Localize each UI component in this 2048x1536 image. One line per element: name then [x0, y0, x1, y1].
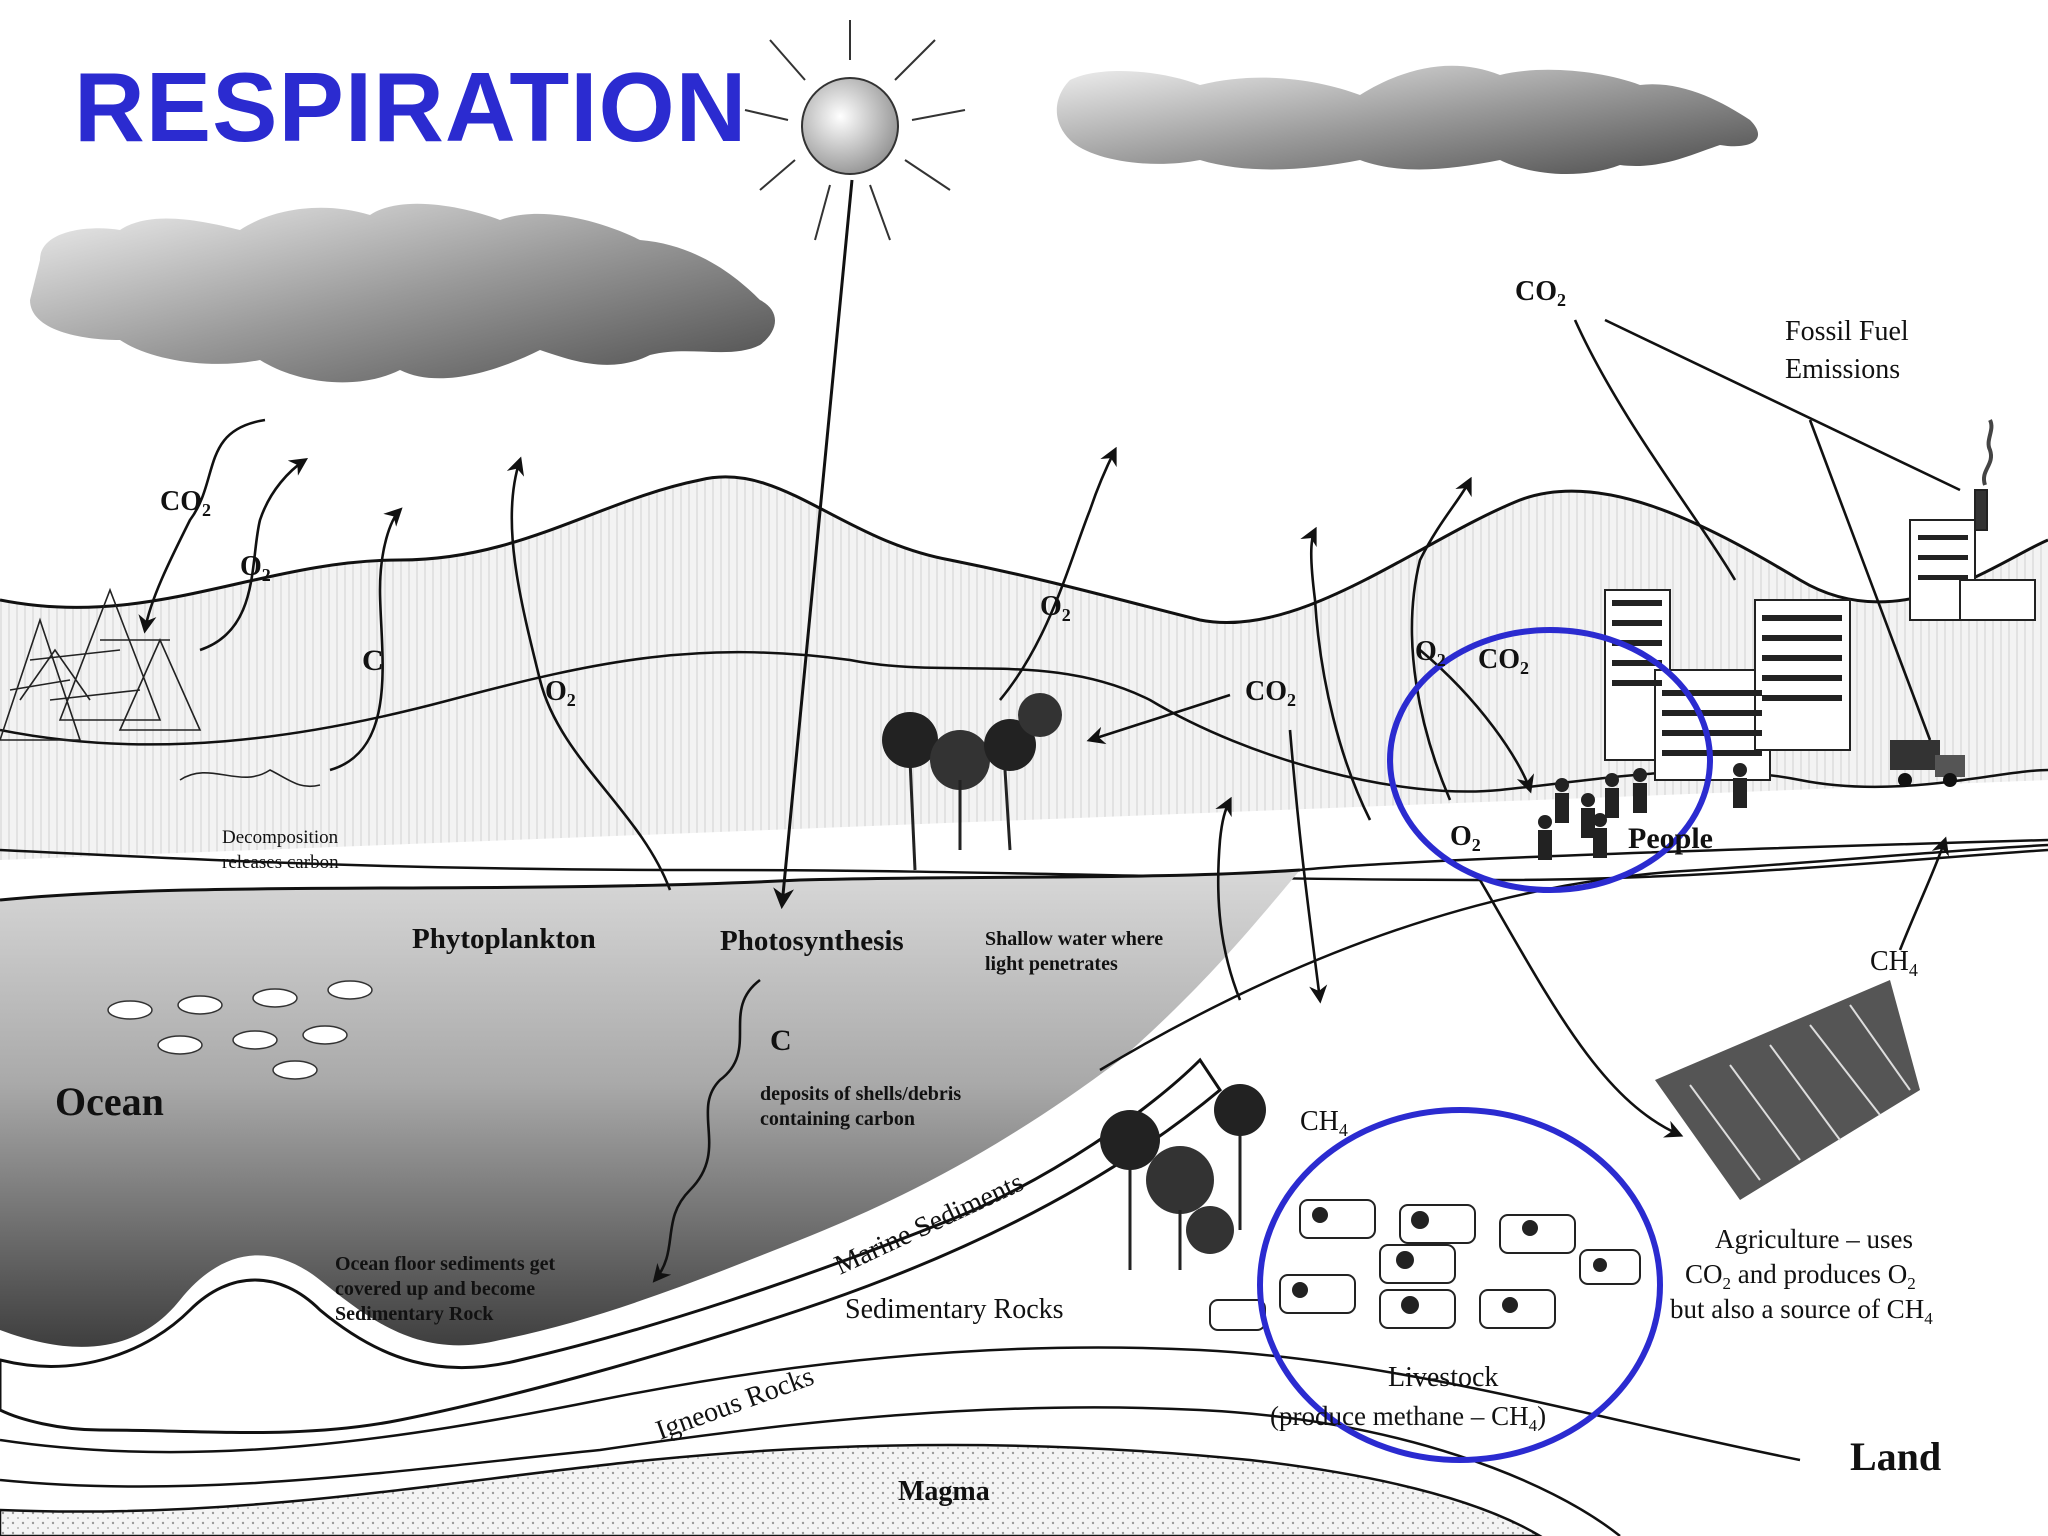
cloud-right [1056, 65, 1759, 175]
people-highlight-circle [1387, 627, 1713, 893]
label-photosynthesis: Photosynthesis [720, 925, 904, 957]
arrow-forest-o2 [199, 457, 309, 652]
arrow-trees-o2 [999, 446, 1117, 701]
label-agri-2: CO2 and produces O2 [1685, 1259, 1916, 1293]
label-phytoplankton: Phytoplankton [412, 923, 596, 955]
arrow-fossil-line-1 [1604, 318, 1961, 492]
label-seafloor-3: Sedimentary Rock [335, 1303, 494, 1325]
label-shallow-1: Shallow water where [985, 928, 1163, 950]
label-agri-3: but also a source of CH4 [1670, 1294, 1933, 1328]
label-ch4-livestock: CH4 [1300, 1106, 1348, 1140]
marine-sediments-band [0, 1057, 1222, 1434]
ocean-surface-line [0, 868, 1301, 902]
arrow-co2-to-trees [1086, 693, 1231, 745]
sedimentary-line [0, 1346, 1801, 1462]
label-fossil-1: Fossil Fuel [1785, 316, 1909, 347]
ocean-body [0, 870, 1300, 1347]
city-buildings-icon [1604, 419, 2036, 781]
label-igneous-rocks: Igneous Rocks [652, 1361, 818, 1447]
label-co2-forest: CO2 [160, 486, 211, 520]
label-seafloor-1: Ocean floor sediments get [335, 1253, 555, 1275]
agriculture-field-icon [1655, 980, 1920, 1200]
label-land: Land [1850, 1434, 1941, 1479]
arrow-people-co2-up [1410, 476, 1472, 801]
arrow-ocean-c-down [652, 978, 761, 1283]
label-co2-top: CO2 [1515, 276, 1566, 310]
igneous-line [0, 1406, 1621, 1536]
arrow-co2-from-trees [1288, 729, 1328, 1004]
arrow-agri-ch4 [1898, 836, 1950, 951]
fish-school-icon [107, 980, 373, 1080]
arrow-forest-co2 [138, 418, 266, 634]
label-livestock-1: Livestock [1388, 1362, 1498, 1393]
forest-icon [0, 587, 321, 788]
label-co2-people: CO2 [1478, 644, 1529, 678]
shore-line [1299, 838, 2048, 872]
label-sedimentary-rocks: Sedimentary Rocks [845, 1294, 1064, 1325]
label-people: People [1628, 822, 1713, 855]
arrow-ch4-from-cows [1215, 796, 1242, 1001]
label-agri-1: Agriculture – uses [1715, 1224, 1913, 1254]
label-shallow-2: light penetrates [985, 953, 1118, 975]
label-o2-trees: O2 [1040, 591, 1071, 625]
arrow-to-agriculture [1478, 879, 1684, 1138]
trees-shore-icon [1100, 1084, 1266, 1270]
cloud-left [30, 203, 775, 383]
ground-line [0, 848, 2048, 882]
label-fossil-2: Emissions [1785, 354, 1900, 385]
label-ocean: Ocean [55, 1079, 164, 1124]
people-icon [1538, 763, 1747, 860]
label-livestock-2: (produce methane – CH4) [1270, 1401, 1546, 1435]
label-magma: Magma [898, 1476, 990, 1507]
label-ch4-agri: CH4 [1870, 946, 1918, 980]
trees-center-icon [882, 693, 1062, 871]
arrow-fossil-co2-left [1573, 319, 1737, 581]
label-c-forest: C [362, 644, 384, 677]
label-co2-trees: CO2 [1245, 676, 1296, 710]
sun-icon [744, 20, 966, 241]
label-o2-forest: O2 [240, 551, 271, 585]
arrow-land-up [1300, 526, 1372, 821]
arrow-decomp-c [329, 507, 403, 772]
truck-icon [1890, 740, 1965, 787]
arrow-fossil-line-2 [1808, 419, 1932, 741]
page-title: RESPIRATION [74, 52, 748, 162]
label-seafloor-2: covered up and become [335, 1278, 535, 1300]
livestock-icon [1209, 1199, 1641, 1331]
label-c-ocean: C [770, 1024, 792, 1057]
label-o2-people-bottom: O2 [1450, 821, 1481, 855]
label-deposits-1: deposits of shells/debris [760, 1083, 961, 1105]
magma-area [0, 1443, 1543, 1536]
livestock-highlight-circle [1257, 1107, 1663, 1463]
label-deposits-2: containing carbon [760, 1108, 915, 1130]
arrow-ocean-o2 [506, 456, 672, 891]
label-o2-ocean: O2 [545, 676, 576, 710]
label-o2-people-top: O2 [1415, 636, 1446, 670]
label-decomposition-2: releases carbon [222, 852, 339, 873]
sunlight-ray-arrow [773, 179, 854, 910]
hill-line-upper [0, 475, 2048, 625]
label-decomposition-1: Decomposition [222, 827, 339, 848]
